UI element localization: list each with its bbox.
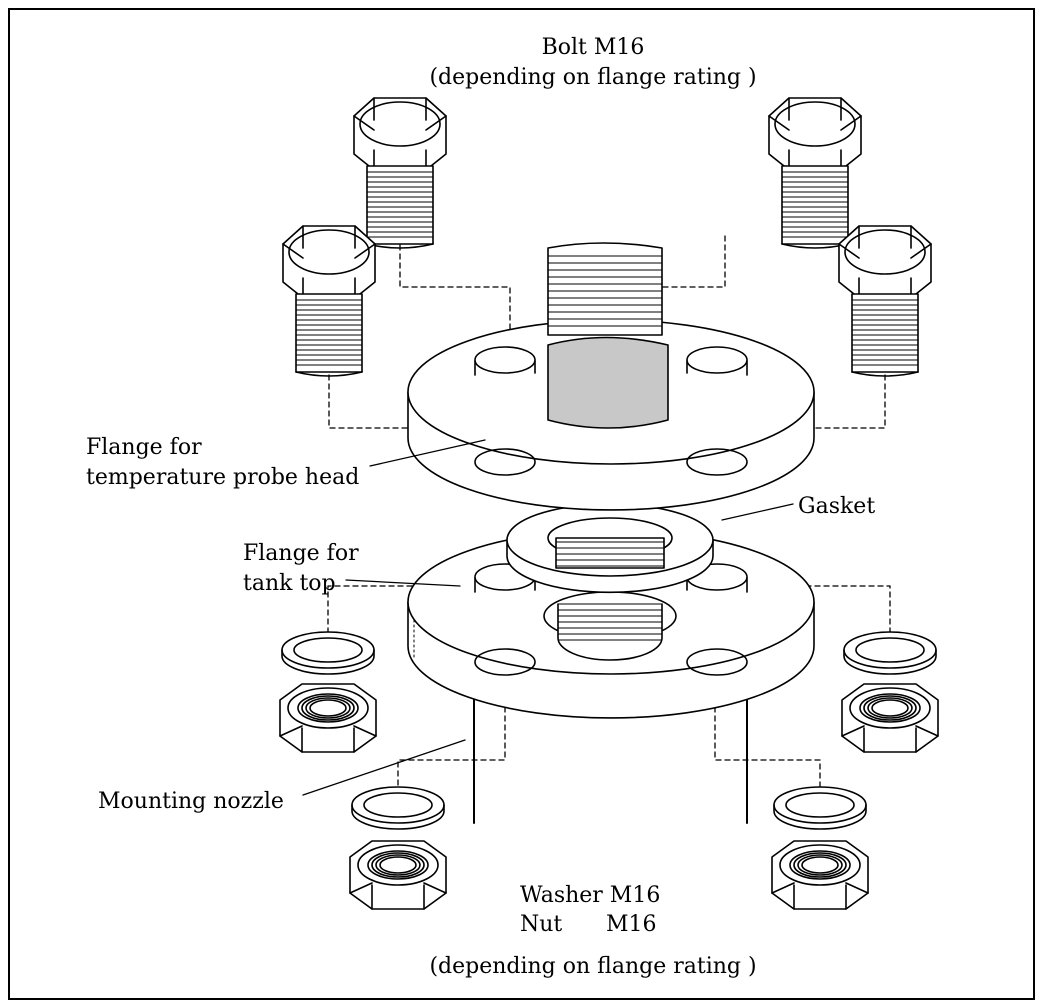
bottom-rating-note: (depending on flange rating ) [429, 954, 757, 979]
diagram-frame [8, 8, 1035, 1000]
flange-head-label-line1: Flange for [86, 435, 202, 460]
gasket [506, 503, 714, 594]
nozzle-label: Mounting nozzle [98, 789, 284, 814]
bolt-rating-note: (depending on flange rating ) [429, 65, 757, 90]
flange-tank-label-line1: Flange for [243, 541, 359, 566]
probe-head-flange [407, 242, 815, 511]
bolt-label: Bolt M16 [541, 35, 645, 60]
nut-label: Nut [520, 912, 563, 937]
tank-flange [407, 529, 815, 719]
gasket-label: Gasket [798, 494, 876, 519]
washer-label: Washer M16 [520, 883, 661, 908]
flange-head-label-line2: temperature probe head [86, 465, 360, 490]
flange-tank-label-line2: tank top [243, 571, 336, 596]
nut-size-label: M16 [606, 912, 657, 937]
